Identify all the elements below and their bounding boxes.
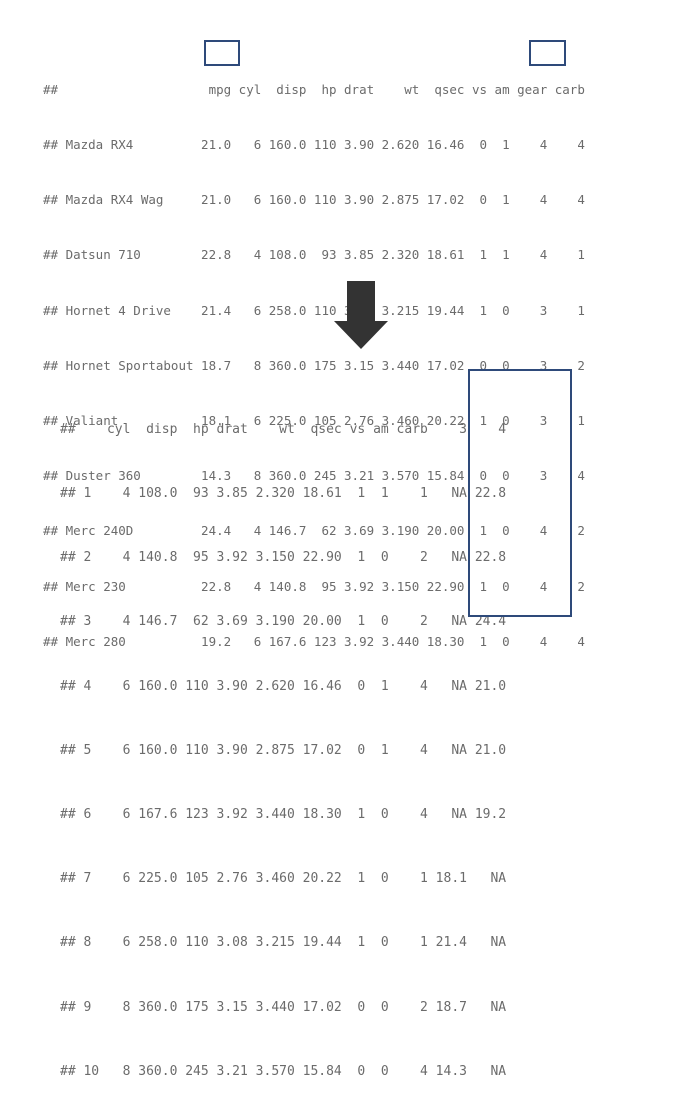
source-table: ## mpg cyl disp hp drat wt qsec vs am ge… [43, 44, 585, 670]
table-row: ## 10 8 360.0 245 3.21 3.570 15.84 0 0 4… [60, 1063, 507, 1079]
table-row: ## Hornet Sportabout 18.7 8 360.0 175 3.… [43, 357, 585, 373]
table-row: ## Mazda RX4 Wag 21.0 6 160.0 110 3.90 2… [43, 192, 585, 208]
mpg-column-highlight [204, 40, 240, 66]
table-row: ## Merc 230 22.8 4 140.8 95 3.92 3.150 2… [43, 578, 585, 594]
table-row: ## Datsun 710 22.8 4 108.0 93 3.85 2.320… [43, 247, 585, 263]
table-row: ## 8 6 258.0 110 3.08 3.215 19.44 1 0 1 … [60, 935, 507, 951]
table-row: ## Mazda RX4 21.0 6 160.0 110 3.90 2.620… [43, 137, 585, 153]
down-arrow-icon [334, 281, 388, 349]
source-table-header: ## mpg cyl disp hp drat wt qsec vs am ge… [43, 81, 585, 97]
table-row: ## 4 6 160.0 110 3.90 2.620 16.46 0 1 4 … [60, 678, 507, 694]
table-row: ## Valiant 18.1 6 225.0 105 2.76 3.460 2… [43, 413, 585, 429]
table-row: ## Merc 280 19.2 6 167.6 123 3.92 3.440 … [43, 633, 585, 649]
table-row: ## Merc 240D 24.4 4 146.7 62 3.69 3.190 … [43, 523, 585, 539]
result-table-header: ## cyl disp hp drat wt qsec vs am carb 3… [60, 421, 507, 437]
table-row: ## 1 4 108.0 93 3.85 2.320 18.61 1 1 1 N… [60, 486, 507, 502]
gear-column-highlight [529, 40, 566, 66]
table-row: ## 2 4 140.8 95 3.92 3.150 22.90 1 0 2 N… [60, 550, 507, 566]
table-row: ## Hornet 4 Drive 21.4 6 258.0 110 3.08 … [43, 302, 585, 318]
table-row: ## 7 6 225.0 105 2.76 3.460 20.22 1 0 1 … [60, 871, 507, 887]
table-row: ## 9 8 360.0 175 3.15 3.440 17.02 0 0 2 … [60, 999, 507, 1015]
table-row: ## 6 6 167.6 123 3.92 3.440 18.30 1 0 4 … [60, 807, 507, 823]
table-row: ## 3 4 146.7 62 3.69 3.190 20.00 1 0 2 N… [60, 614, 507, 630]
table-row: ## Duster 360 14.3 8 360.0 245 3.21 3.57… [43, 468, 585, 484]
new-columns-highlight [468, 369, 572, 617]
result-table: ## cyl disp hp drat wt qsec vs am carb 3… [60, 376, 506, 1104]
table-row: ## 5 6 160.0 110 3.90 2.875 17.02 0 1 4 … [60, 742, 507, 758]
